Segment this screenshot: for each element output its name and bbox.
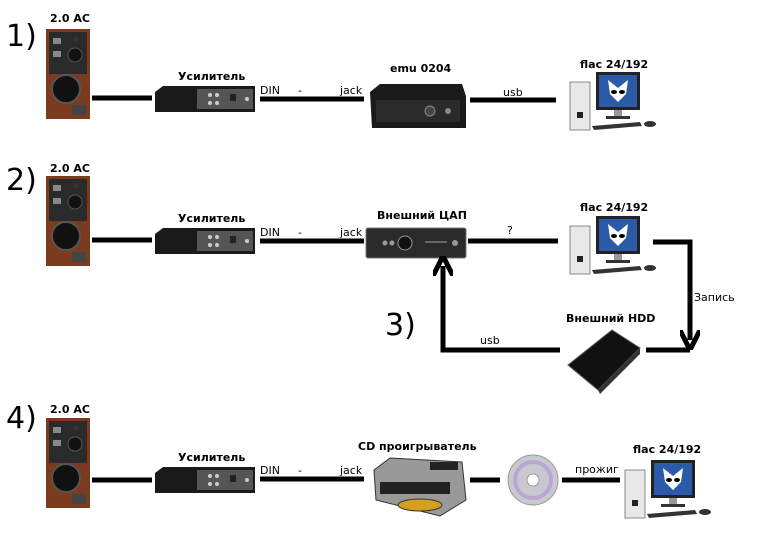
amplifier-image (155, 86, 255, 112)
cable-din: DIN (260, 84, 280, 97)
amp-label: Усилитель (178, 451, 245, 464)
scenario-3: 3) Запись Внешний HDD usb (385, 266, 735, 394)
cable-jack: jack (339, 84, 363, 97)
pc-image (624, 459, 712, 519)
pc-image (569, 71, 657, 131)
speaker-image (45, 175, 91, 267)
scenario-number: 2) (6, 163, 37, 198)
amp-label: Усилитель (178, 212, 245, 225)
pc-label: flac 24/192 (580, 58, 648, 71)
cable-din: DIN (260, 464, 280, 477)
cable-jack: jack (339, 226, 363, 239)
dac-label: Внешний ЦАП (377, 209, 467, 222)
scenario-2: 2) 2.0 AC Усилитель DIN - jack Внешний Ц… (6, 162, 690, 340)
scenario-number: 4) (6, 401, 37, 436)
scenario-1: 1) 2.0 AC Усилитель DIN - jack emu 0204 … (6, 12, 657, 131)
pc-label: flac 24/192 (633, 443, 701, 456)
source-label: emu 0204 (390, 62, 452, 75)
scenario-number: 3) (385, 308, 416, 343)
record-label: Запись (694, 291, 735, 304)
cable-din: DIN (260, 226, 280, 239)
amplifier-image (155, 467, 255, 493)
speaker-label: 2.0 AC (50, 162, 90, 175)
link-label: ? (507, 224, 513, 237)
pc-label: flac 24/192 (580, 201, 648, 214)
speaker-label: 2.0 AC (50, 12, 90, 25)
pc-image (569, 215, 657, 275)
record-arrow (653, 239, 690, 340)
speaker-image (45, 417, 91, 509)
external-hdd-image (567, 329, 641, 394)
amplifier-image (155, 228, 255, 254)
emu-0204-image (370, 84, 466, 128)
hdd-label: Внешний HDD (566, 312, 655, 325)
speaker-label: 2.0 AC (50, 403, 90, 416)
scenario-number: 1) (6, 19, 37, 54)
usb-arrow (443, 266, 560, 353)
cable-jack: jack (339, 464, 363, 477)
cable-dash: - (298, 84, 302, 97)
link-label: usb (480, 334, 500, 347)
cd-player-label: CD проигрыватель (358, 440, 477, 453)
cable-dash: - (298, 226, 302, 239)
amp-label: Усилитель (178, 70, 245, 83)
cd-disc-image (507, 454, 559, 506)
link-label: usb (503, 86, 523, 99)
speaker-image (45, 28, 91, 120)
cd-player-image (373, 457, 467, 517)
external-dac-image (365, 227, 467, 259)
cable-dash: - (298, 464, 302, 477)
scenario-4: 4) 2.0 AC Усилитель DIN - jack CD проигр… (6, 401, 712, 519)
link-label: прожиг (575, 463, 619, 476)
